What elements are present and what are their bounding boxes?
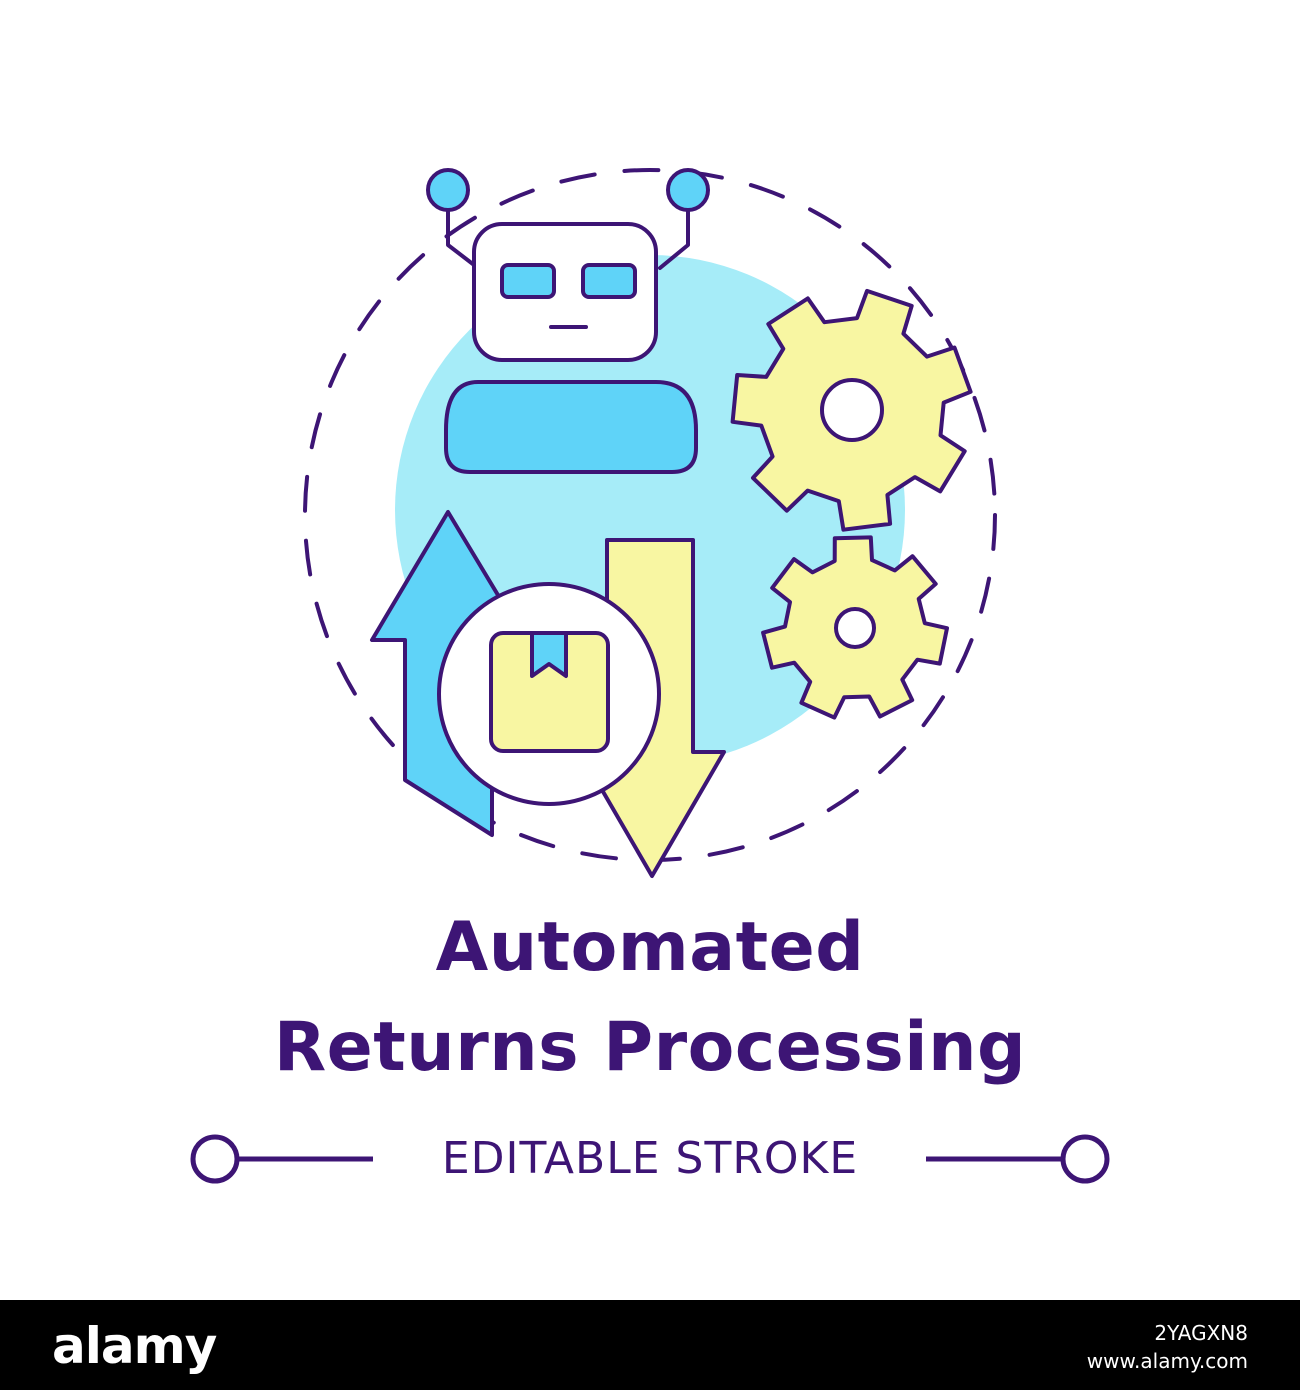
title-line-1: Automated xyxy=(435,908,865,987)
gear-icon xyxy=(730,288,973,532)
right-handle-icon xyxy=(1060,1134,1110,1184)
stroke-decoration xyxy=(190,1134,1110,1184)
gear-small-icon xyxy=(761,535,949,720)
image-id: 2YAGXN8 xyxy=(1154,1321,1248,1345)
gear-hole xyxy=(834,607,876,649)
package-box-icon xyxy=(437,582,661,806)
editable-stroke-row: EDITABLE STROKE xyxy=(0,1125,1300,1195)
left-handle-icon xyxy=(190,1134,240,1184)
title-line-2: Returns Processing xyxy=(273,1008,1027,1087)
website-url: www.alamy.com xyxy=(1086,1349,1248,1373)
robot-icon xyxy=(426,168,710,474)
gear-hole xyxy=(820,378,884,442)
illustration xyxy=(303,168,997,878)
brand-logo: alamy xyxy=(52,1317,217,1375)
footer-bar: alamy 2YAGXN8 www.alamy.com xyxy=(0,1300,1300,1390)
editable-stroke-label: EDITABLE STROKE xyxy=(441,1133,859,1184)
